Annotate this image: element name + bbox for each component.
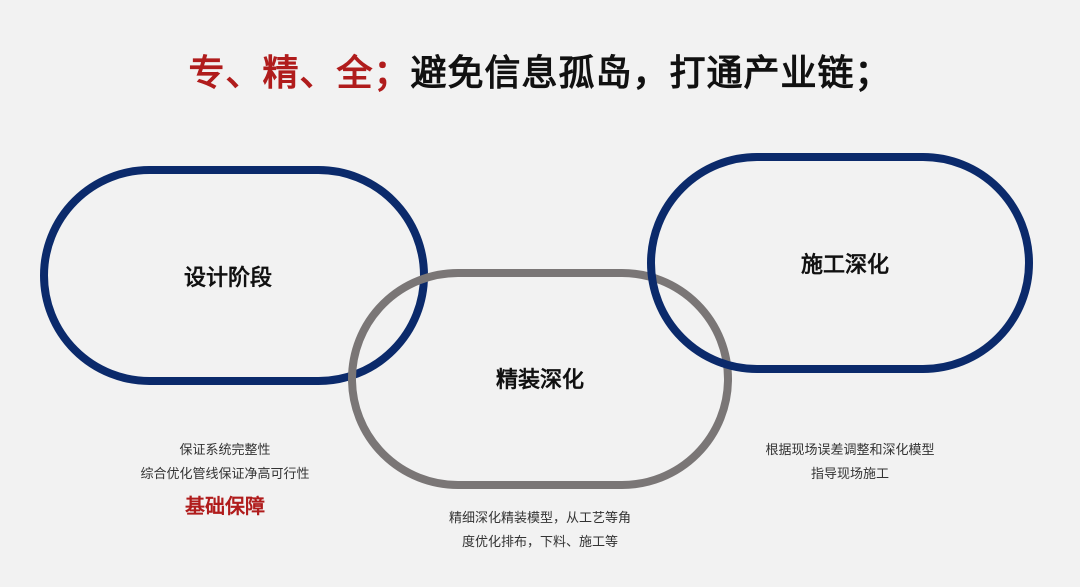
description-line: 保证系统完整性 (179, 443, 271, 458)
fitout-description: 精细深化精装模型，从工艺等角 度优化排布，下料、施工等 (449, 507, 631, 555)
description-line: 精细深化精装模型，从工艺等角 (448, 511, 632, 526)
description-line: 综合优化管线保证净高可行性 (140, 467, 310, 482)
stage-label-construction: 施工深化 (800, 253, 890, 278)
ring-fitout-deepening (348, 269, 732, 489)
title-rest: 避免信息孤岛，打通产业链； (410, 53, 892, 94)
description-line: 度优化排布，下料、施工等 (461, 535, 619, 550)
title-highlight: 专、精、全； (188, 53, 411, 94)
ring-construction-deepening (647, 153, 1033, 373)
design-stage-emphasis: 基础保障 (184, 494, 265, 518)
page-title: 专、精、全；避免信息孤岛，打通产业链； (0, 44, 1080, 96)
stage-label-design: 设计阶段 (183, 266, 273, 291)
design-stage-description: 保证系统完整性 综合优化管线保证净高可行性 基础保障 (140, 439, 309, 519)
construction-description: 根据现场误差调整和深化模型 指导现场施工 (765, 439, 934, 487)
description-line: 根据现场误差调整和深化模型 (765, 443, 935, 458)
description-line: 指导现场施工 (810, 467, 890, 482)
stage-label-fitout: 精装深化 (495, 368, 585, 393)
